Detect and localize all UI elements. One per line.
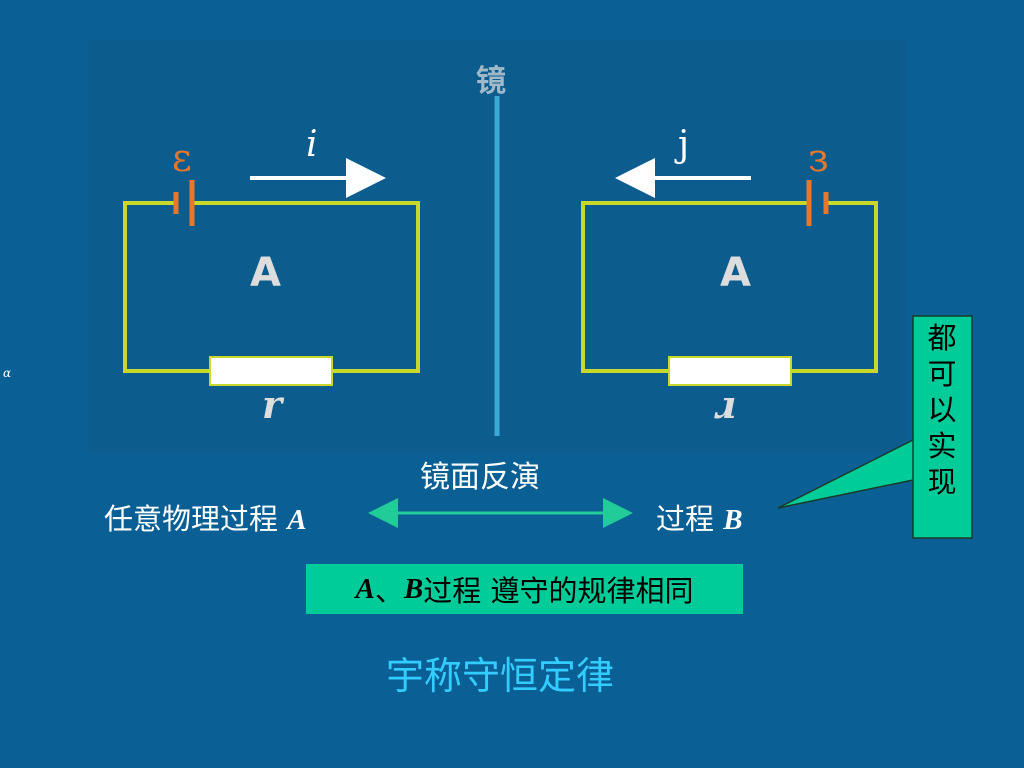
left-resistor-label: r [262, 382, 283, 427]
law-box-sep: 、 [374, 574, 404, 608]
left-emf-label: ε [172, 136, 192, 180]
right-emf-label: з [808, 136, 829, 180]
process-b-letter: B [723, 504, 743, 536]
callout-shape [777, 315, 973, 539]
mirror-title: 镜 [476, 64, 506, 99]
process-a-text: 任意物理过程 [104, 502, 288, 536]
process-b-text: 过程 [656, 502, 724, 536]
process-b-label: 过程 B [656, 496, 743, 538]
callout-char: 现 [927, 465, 957, 499]
right-circuit-wire [581, 201, 878, 373]
left-circuit-label: A [250, 250, 281, 296]
left-circuit-wire [123, 201, 420, 373]
parity-conservation-title: 宇称守恒定律 [386, 654, 615, 698]
law-box-b: B [403, 572, 424, 605]
alpha-marker: α [3, 366, 12, 380]
mirror-reflection-label: 镜面反演 [420, 460, 540, 495]
callout-char: 以 [927, 393, 957, 427]
process-a-letter: A [287, 504, 307, 536]
right-current-label: j [678, 124, 690, 165]
process-a-label: 任意物理过程 A [104, 496, 307, 538]
left-resistor [209, 356, 333, 386]
callout-char: 实 [927, 429, 957, 463]
law-box-a: A [355, 572, 375, 605]
callout-text: 都 可 以 实 现 [914, 320, 970, 500]
right-resistor [668, 356, 792, 386]
callout-char: 都 [927, 321, 957, 355]
same-law-box: A、B 过程 遵守的规律相同 [306, 564, 743, 614]
law-box-text: 过程 遵守的规律相同 [423, 574, 694, 608]
right-circuit-label: A [720, 250, 751, 296]
right-resistor-label: ɹ [715, 382, 737, 427]
left-current-label: i [306, 124, 318, 165]
callout-char: 可 [927, 357, 957, 391]
